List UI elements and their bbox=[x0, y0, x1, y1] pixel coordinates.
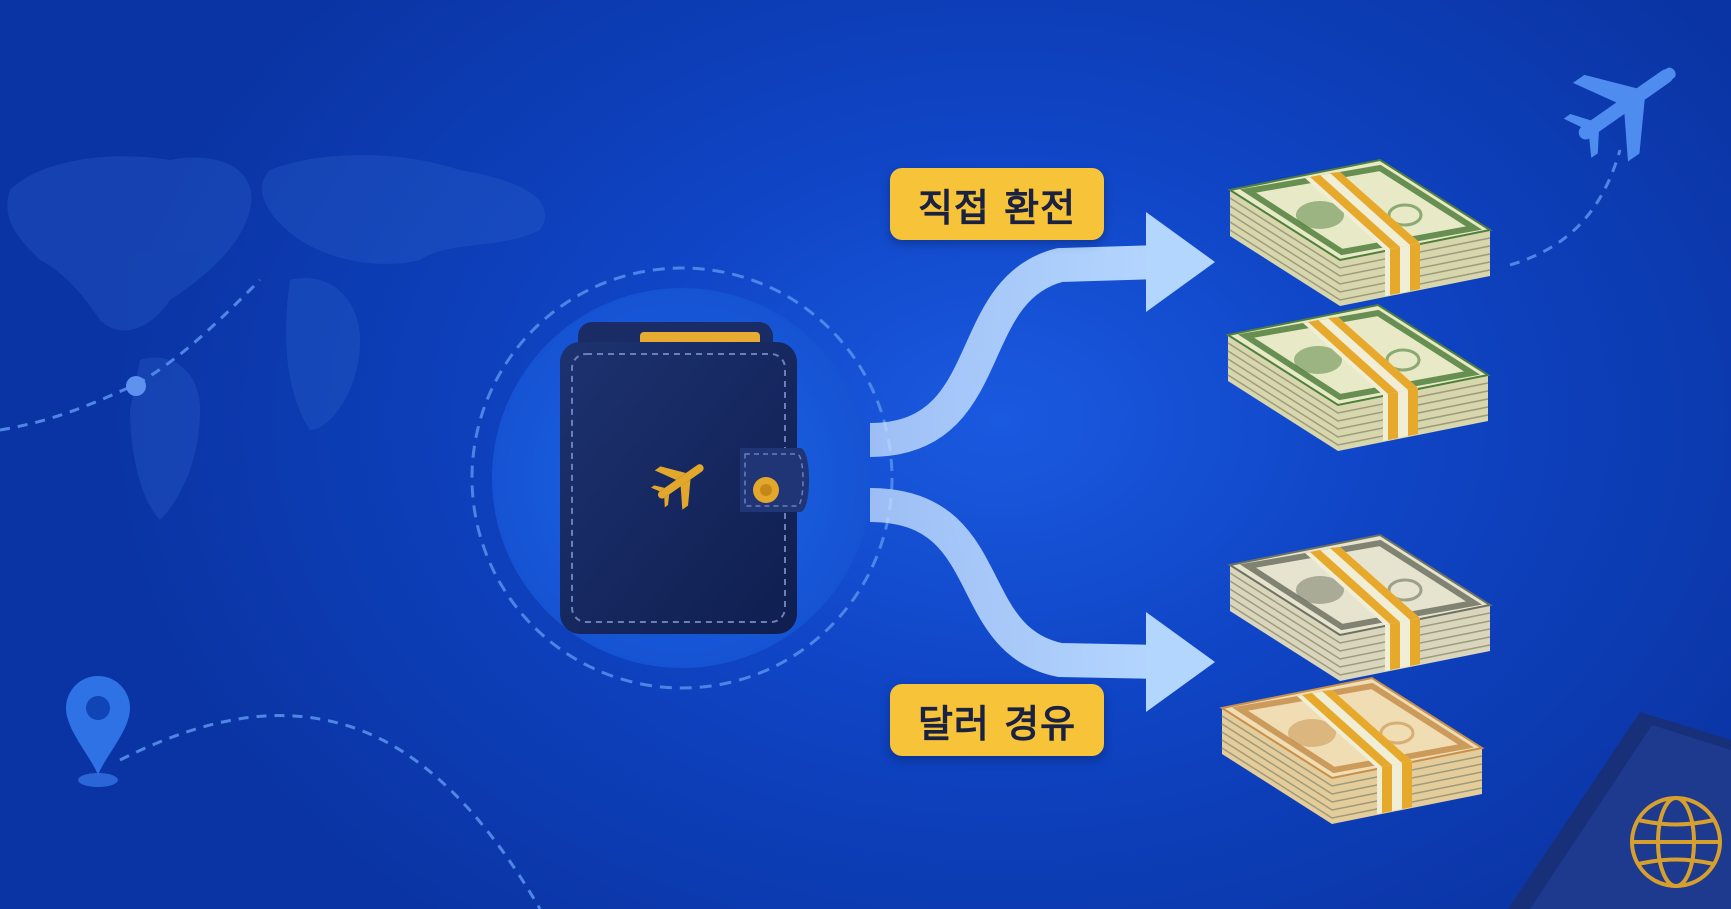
location-pin-icon bbox=[66, 676, 130, 787]
wallet-icon bbox=[560, 322, 809, 634]
world-map-icon bbox=[7, 155, 546, 520]
money-stack-1 bbox=[1227, 158, 1493, 306]
airplane-icon bbox=[650, 464, 704, 510]
route-dot bbox=[126, 376, 146, 396]
money-stack-3 bbox=[1227, 533, 1493, 681]
dashed-route bbox=[0, 149, 1622, 909]
globe-icon bbox=[1630, 796, 1722, 888]
passport bbox=[1508, 712, 1731, 909]
label-via-dollar: 달러 경유 bbox=[890, 684, 1104, 756]
dashed-circle bbox=[470, 266, 894, 690]
arrow-to-direct bbox=[869, 212, 1215, 457]
arrow-to-dollar bbox=[869, 488, 1215, 712]
airplane-icon bbox=[1563, 67, 1676, 162]
money-stacks bbox=[1219, 158, 1493, 824]
money-stack-2 bbox=[1225, 303, 1491, 451]
label-direct-exchange: 직접 환전 bbox=[890, 168, 1104, 240]
money-stack-4 bbox=[1219, 676, 1485, 824]
